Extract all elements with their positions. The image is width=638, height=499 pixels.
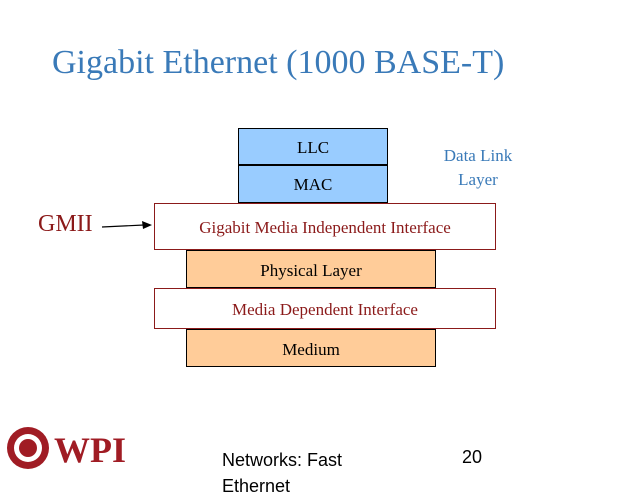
arrow-right-icon [101, 221, 152, 229]
data-link-layer-label: Data Link Layer [418, 144, 538, 192]
medium-layer: Medium [186, 329, 436, 367]
llc-layer: LLC [238, 128, 388, 165]
physical-layer: Physical Layer [186, 250, 436, 288]
footer-text: Networks: Fast Ethernet [222, 450, 343, 496]
gmii-label: GMII [38, 211, 93, 237]
data-link-line1: Data Link [443, 146, 513, 165]
wpi-logo: WPI [7, 427, 126, 470]
page-number: 20 [462, 447, 483, 467]
mdi-layer: Media Dependent Interface [154, 288, 496, 329]
gmii-layer: Gigabit Media Independent Interface [154, 203, 496, 250]
logo-text: WPI [54, 430, 126, 470]
mac-layer: MAC [238, 165, 388, 203]
data-link-line2: Layer [458, 170, 498, 189]
slide-title: Gigabit Ethernet (1000 BASE-T) [52, 44, 505, 81]
